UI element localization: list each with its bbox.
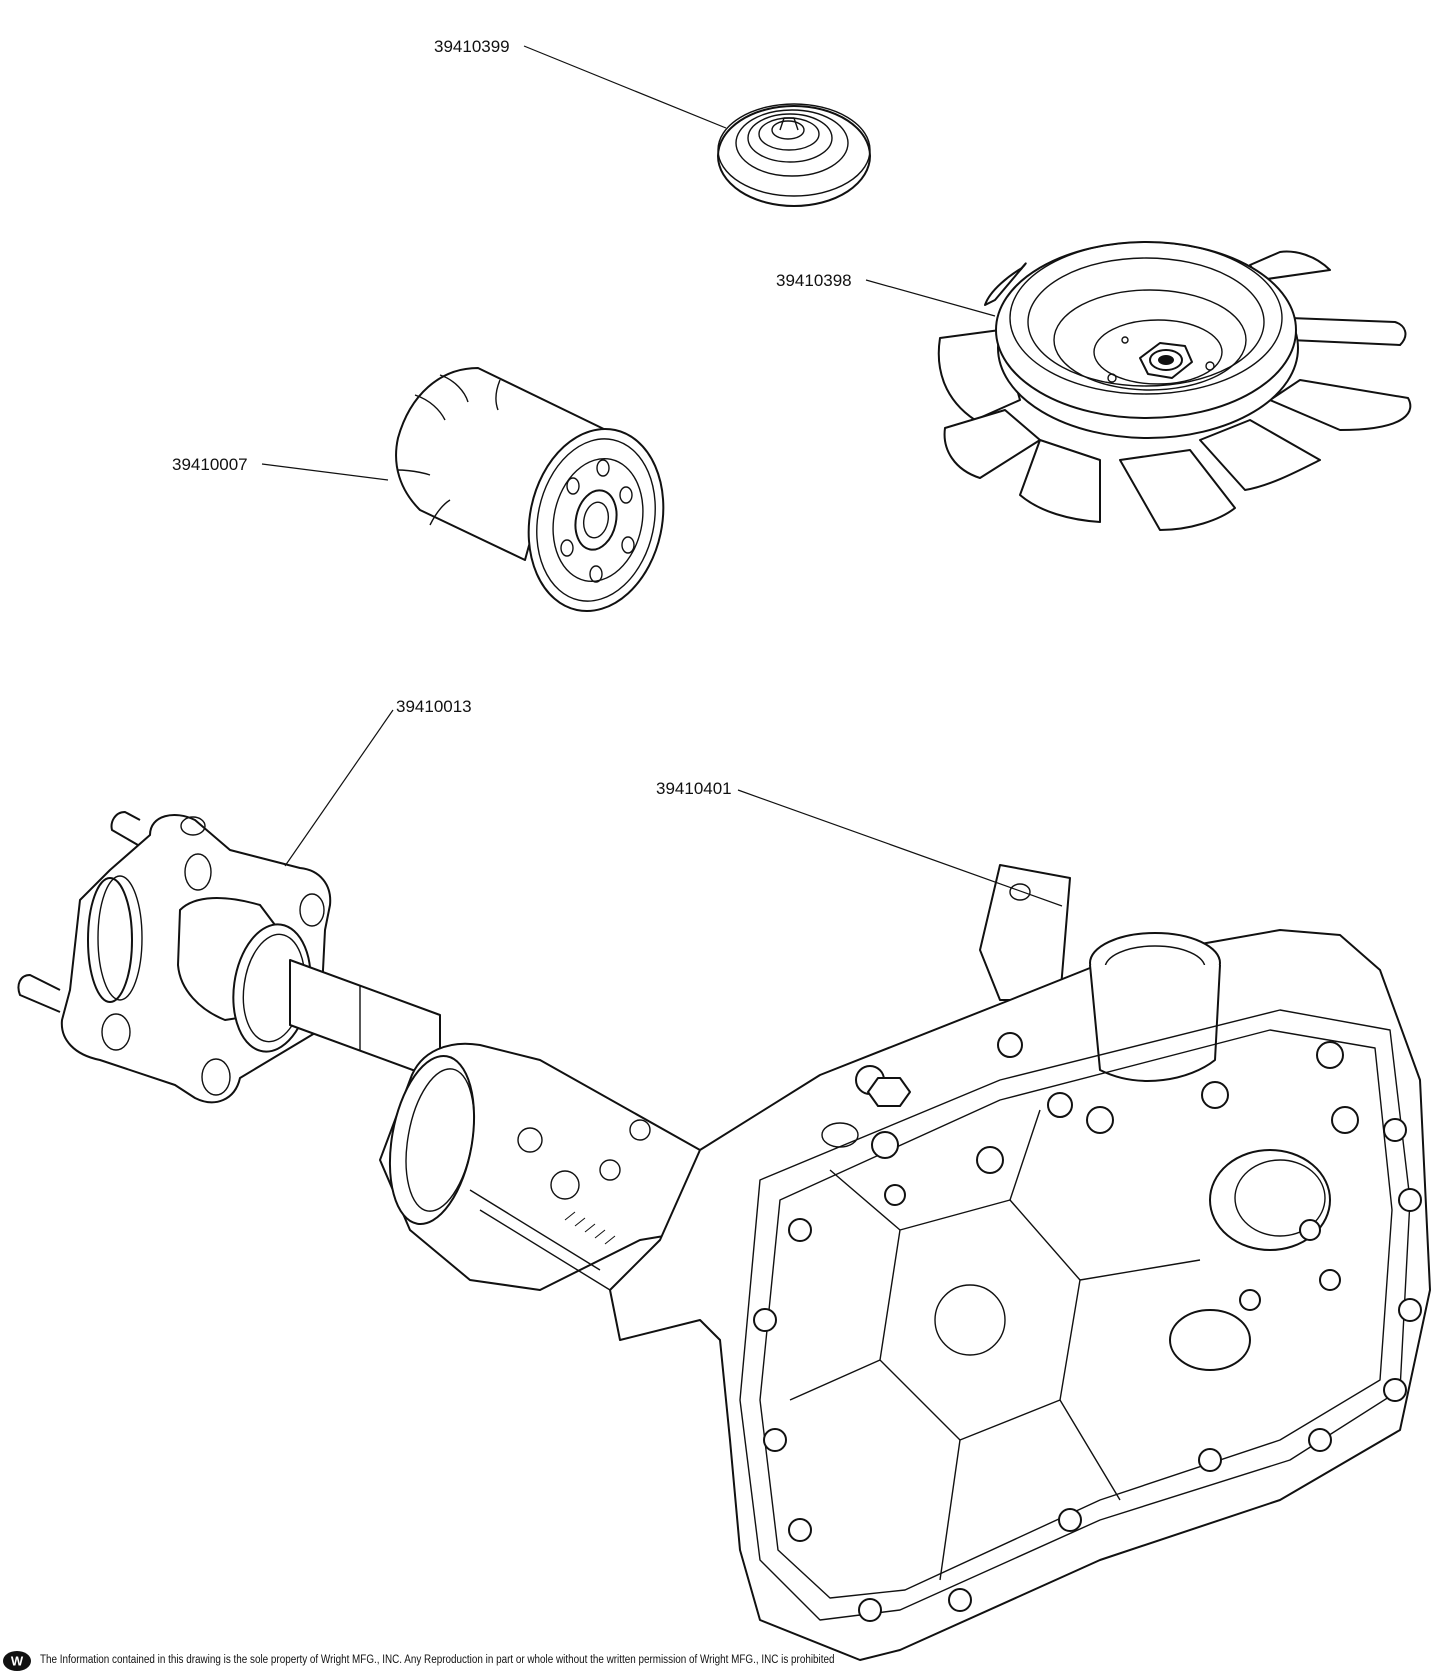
leader-fan-pulley bbox=[865, 279, 996, 317]
leader-axle-hub bbox=[284, 709, 394, 867]
fan-pulley-part bbox=[937, 241, 1412, 531]
footer: W The Information contained in this draw… bbox=[0, 1648, 1445, 1671]
label-cap: 39410399 bbox=[434, 37, 510, 56]
transaxle-part bbox=[379, 864, 1431, 1661]
label-axle-hub: 39410013 bbox=[396, 697, 472, 716]
leader-cap bbox=[523, 45, 727, 129]
label-transaxle: 39410401 bbox=[656, 779, 732, 798]
leader-oil-filter bbox=[261, 463, 389, 481]
leader-transaxle bbox=[737, 789, 1063, 907]
oil-filter-part bbox=[395, 367, 665, 613]
cap-part bbox=[717, 103, 871, 207]
copyright-notice: The Information contained in this drawin… bbox=[40, 1654, 835, 1666]
label-fan-pulley: 39410398 bbox=[776, 271, 852, 290]
bolts bbox=[753, 1032, 1422, 1622]
axle-hub-part bbox=[17, 811, 441, 1104]
svg-text:W: W bbox=[11, 1654, 24, 1669]
label-oil-filter: 39410007 bbox=[172, 455, 248, 474]
wright-logo-icon: W bbox=[3, 1651, 31, 1671]
